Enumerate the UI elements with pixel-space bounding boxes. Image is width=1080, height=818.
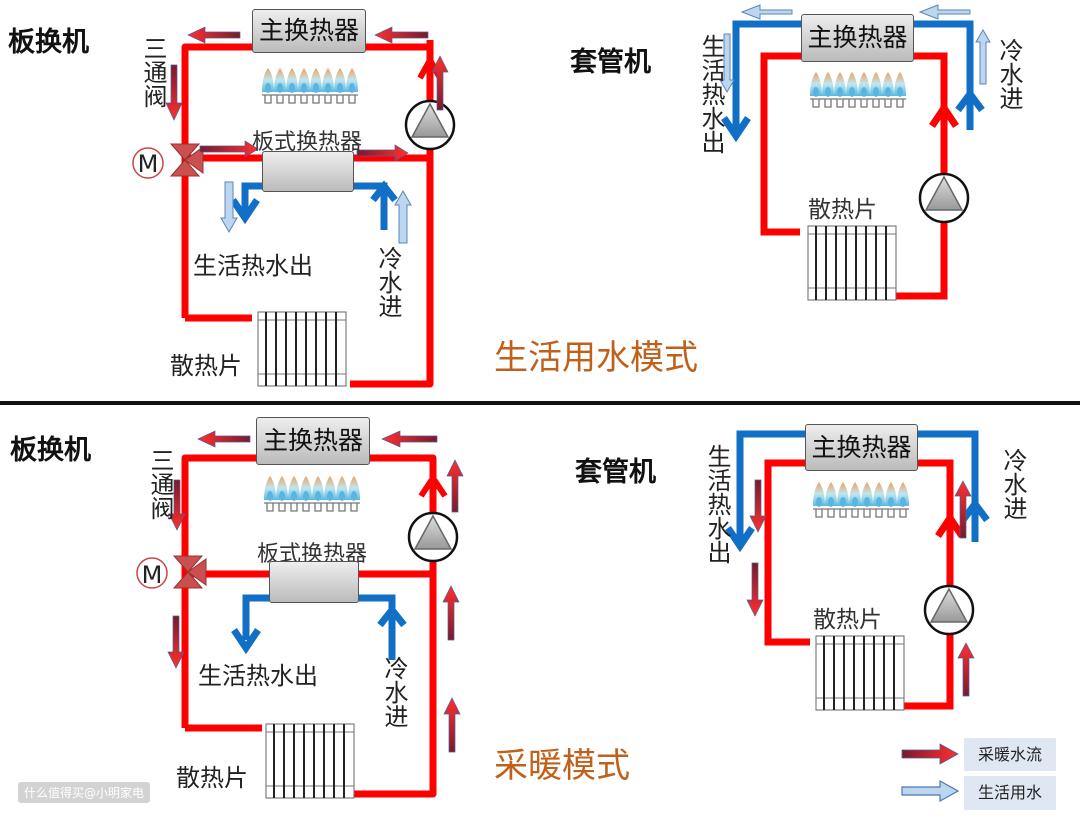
radiator-icon [265,723,355,799]
machine-label: 板换机 [10,435,91,466]
main-heat-exchanger: 主换热器 [252,9,366,53]
heating-flow-arrow-icon [381,430,438,448]
radiator-icon [807,225,897,301]
plate-heat-exchanger [262,151,354,192]
cold-water-in-label: 冷水进 [380,656,408,728]
mode-title-domestic: 生活用水模式 [494,338,698,378]
radiator-label: 散热片 [813,607,882,633]
three-way-valve-icon [170,143,204,177]
heating-flow-arrow-icon [431,55,449,111]
heating-flow-arrow-icon [165,64,183,121]
hot-water-out-label: 生活热水出 [703,444,731,564]
hot-water-out-arrow-icon [725,526,755,553]
main-heat-exchanger: 主换热器 [256,417,370,465]
watermark: 什么值得买@小明家电 [18,782,151,803]
hot-water-out-label: 生活热水出 [697,34,725,154]
domestic-pipes [242,594,396,660]
domestic-flow-arrow-icon [220,181,238,234]
heating-flow-arrow-icon [954,480,972,539]
domestic-flow-arrow-icon [740,4,793,20]
mode-title-heating: 采暖模式 [494,746,630,786]
heating-flow-arrow-icon [446,459,464,513]
hot-water-out-arrow-icon [230,198,260,225]
cold-water-in-arrow-icon [370,180,398,203]
heating-flow-arrow-icon [199,140,259,158]
heating-direction-arrow-icon [418,472,448,498]
heating-flow-arrow-icon [749,479,767,533]
three-way-valve-label: 三通阀 [139,36,167,108]
heating-flow-arrow-icon [746,562,764,617]
three-way-valve-label: 三通阀 [146,448,174,520]
burner-icon [261,67,359,104]
burner-icon [263,475,361,512]
cold-water-in-label: 冷水进 [374,246,402,318]
heating-direction-arrow-icon [929,101,959,128]
radiator-label: 散热片 [808,197,877,223]
plate-heat-exchanger [269,561,359,603]
heating-flow-arrow-icon [167,615,185,669]
heating-flow-arrow-icon [168,479,186,531]
burner-icon [812,481,910,518]
three-way-valve-icon [173,555,207,589]
pump-icon [918,172,970,224]
radiator-icon [815,635,905,711]
legend-domestic-label: 生活用水 [964,776,1056,810]
heating-flow-arrow-icon [187,26,241,44]
machine-label: 套管机 [570,47,651,78]
burner-icon [809,71,907,108]
machine-label: 套管机 [575,457,656,488]
domestic-flow-arrow-icon [719,33,735,93]
panel-bottom-right [725,430,990,711]
domestic-flow-arrow-icon [975,29,991,85]
cold-water-in-label: 冷水进 [999,448,1027,520]
radiator-label: 散热片 [170,352,242,380]
pump-icon [923,584,975,636]
motor-label: M [141,561,163,589]
motor-label: M [137,150,159,178]
panel-top-left [132,26,456,388]
hot-water-out-arrow-icon [231,628,261,655]
legend-heating-arrow-icon [901,743,959,765]
legend-heating-label: 采暖水流 [964,738,1056,771]
pump-icon [407,511,459,563]
cold-water-in-arrow-icon [377,604,407,628]
domestic-flow-arrow-icon [394,189,412,244]
hot-water-out-arrow-icon [721,116,751,143]
hot-water-out-label: 生活热水出 [198,662,318,690]
machine-label: 板换机 [8,27,89,58]
pump-icon [404,99,456,151]
domestic-pipes [241,182,388,230]
legend-domestic-arrow-icon [901,779,960,803]
heating-flow-arrow-icon [443,697,461,753]
heating-direction-arrow-icon [935,511,965,538]
motor-icon [132,147,164,179]
cold-water-in-arrow-icon [955,88,985,113]
radiator-icon [257,311,347,387]
heating-flow-arrow-icon [957,642,975,697]
heating-flow-arrow-icon [356,144,409,162]
motor-icon [136,557,168,589]
heating-flow-arrow-icon [442,585,460,641]
radiator-label: 散热片 [176,764,248,792]
cold-water-in-arrow-icon [960,498,990,523]
main-heat-exchanger: 主换热器 [801,14,914,62]
heating-flow-arrow-icon [374,26,429,44]
hot-water-out-label: 生活热水出 [193,252,313,280]
domestic-flow-arrow-icon [918,4,971,20]
panel-bottom-left [136,430,464,799]
plate-heat-exchanger-label: 板式换热器 [252,130,363,155]
cold-water-in-label: 冷水进 [995,38,1023,110]
heating-flow-arrow-icon [197,430,251,448]
main-heat-exchanger: 主换热器 [805,424,918,471]
